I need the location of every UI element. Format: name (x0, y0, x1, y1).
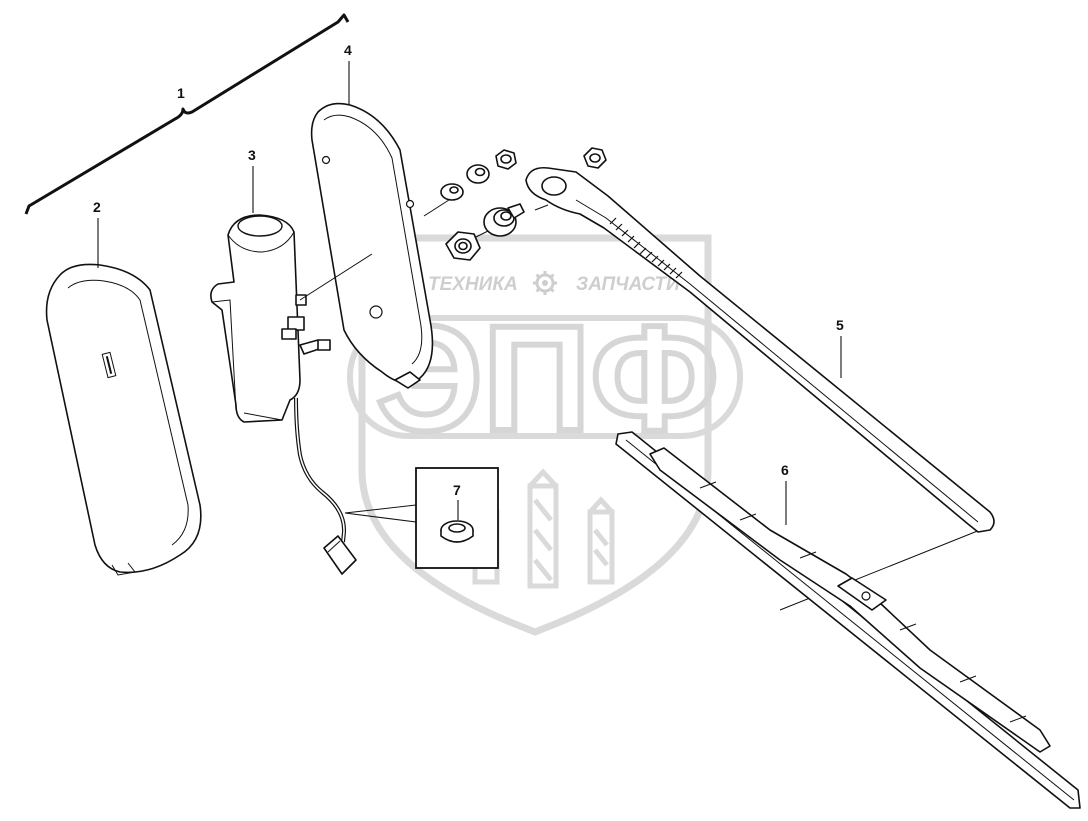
callout-5-label: 5 (836, 317, 844, 333)
callout-7-label: 7 (453, 482, 461, 498)
callout-3: 3 (248, 147, 256, 213)
mounting-plate (310, 102, 434, 389)
washer-2 (466, 164, 490, 184)
watermark-pill (347, 315, 743, 439)
motor-cable (294, 397, 357, 575)
watermark-right-text: ЗАПЧАСТИ (576, 274, 680, 295)
hex-bushing (445, 231, 481, 261)
bushing (483, 203, 525, 237)
washer (440, 183, 464, 201)
watermark: ТЕХНИКА ЗАПЧАСТИ ЭПФ (347, 234, 743, 636)
callout-5: 5 (836, 317, 844, 378)
callout-6-label: 6 (781, 462, 789, 478)
watermark-left-text: ТЕХНИКА (428, 274, 518, 295)
cap-nut (495, 149, 517, 170)
arm-spring (609, 217, 683, 279)
callout-3-label: 3 (248, 147, 256, 163)
wiper-motor-cover (45, 263, 202, 576)
callout-4: 4 (344, 42, 352, 104)
callout-4-label: 4 (344, 42, 352, 58)
hardware-set (440, 147, 607, 261)
assembly-bracket (24, 13, 350, 215)
wiper-blade (615, 431, 1081, 809)
brand-logo-icon (101, 351, 117, 379)
wiper-arm (525, 166, 995, 533)
callout-1-label: 1 (177, 85, 185, 101)
watermark-big-text: ЭПФ (376, 294, 719, 462)
grommet-detail (344, 467, 499, 569)
callout-2-label: 2 (93, 199, 101, 215)
callout-7: 7 (453, 482, 461, 520)
arm-nut (583, 147, 607, 169)
wiper-motor (210, 214, 331, 423)
callout-6: 6 (781, 462, 789, 525)
callout-1: 1 (177, 85, 185, 101)
gear-icon (533, 271, 557, 295)
callout-2: 2 (93, 199, 101, 268)
